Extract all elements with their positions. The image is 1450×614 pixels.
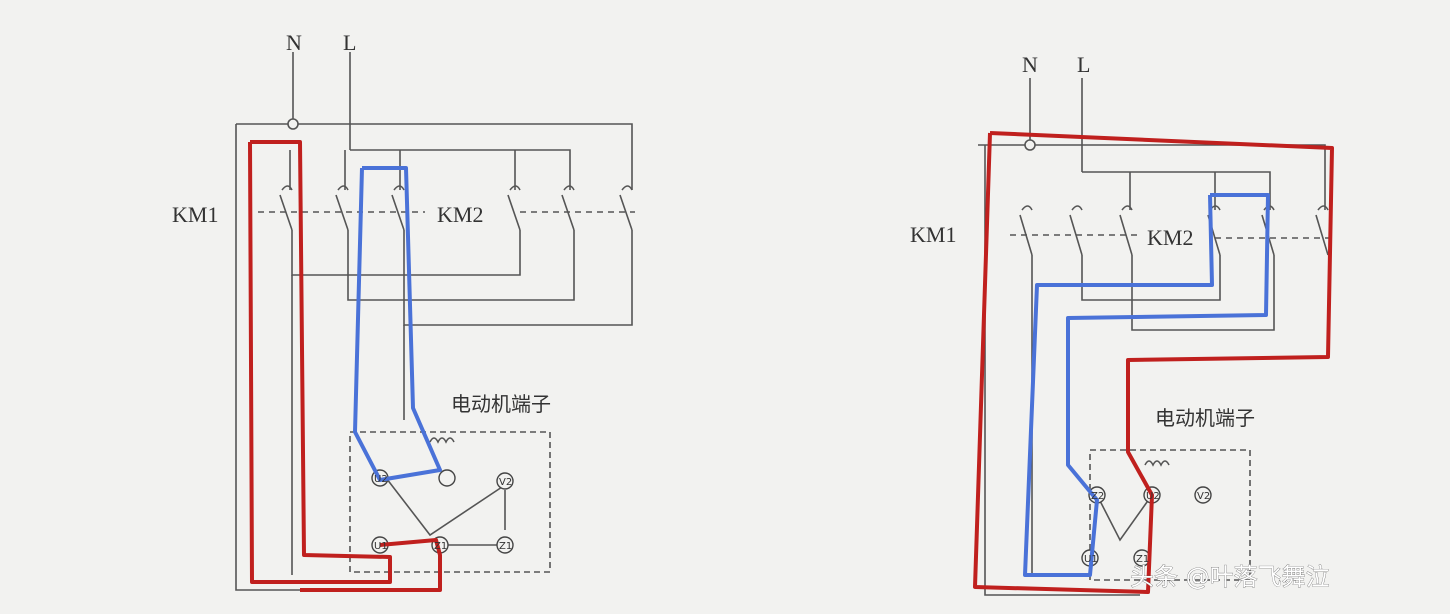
right-l-bus xyxy=(1082,171,1271,210)
right-motor-terminal-label: 电动机端子 xyxy=(1155,406,1255,430)
right-terminal-2: U2 xyxy=(1146,491,1160,502)
right-label-km1: KM1 xyxy=(910,222,956,247)
right-terminal-3: V2 xyxy=(1197,491,1210,502)
watermark: 头条 @叶落飞舞泣 xyxy=(1130,563,1330,591)
left-cross-3 xyxy=(403,230,633,326)
left-outer-n-wire xyxy=(235,124,440,591)
right-cross-2 xyxy=(1131,255,1275,331)
left-motor-terminal-label: 电动机端子 xyxy=(451,392,551,416)
left-terminal-4: Z1 xyxy=(434,541,447,552)
left-blue-path xyxy=(353,166,442,482)
left-top-bus xyxy=(236,123,633,190)
right-label-l: L xyxy=(1077,52,1090,77)
right-terminal-1: Z2 xyxy=(1091,491,1104,502)
left-label-km1: KM1 xyxy=(172,202,218,227)
right-red-path xyxy=(973,131,1334,594)
left-red-path xyxy=(248,140,392,584)
left-cross-1 xyxy=(291,230,521,276)
right-terminal-5: Z1 xyxy=(1136,554,1149,565)
right-diagram xyxy=(978,78,1335,596)
left-label-l: L xyxy=(343,30,356,55)
right-winding xyxy=(1096,494,1153,542)
left-coil xyxy=(429,437,455,444)
right-outer-n xyxy=(984,145,1140,596)
left-l-bus xyxy=(350,149,571,190)
left-terminal-3: U1 xyxy=(374,541,388,552)
right-label-n: N xyxy=(1022,52,1038,77)
left-label-n: N xyxy=(286,30,302,55)
left-terminal-1: U2 xyxy=(374,474,388,485)
right-coil xyxy=(1144,460,1170,467)
left-terminal-box xyxy=(349,431,551,573)
right-label-km2: KM2 xyxy=(1147,225,1193,250)
left-terminal-5: Z1 xyxy=(499,541,512,552)
right-cross-1 xyxy=(1081,255,1221,301)
left-junction-dot xyxy=(287,118,299,130)
right-terminal-box xyxy=(1089,449,1251,581)
left-diagram xyxy=(235,52,635,591)
left-cross-2 xyxy=(347,230,575,301)
left-winding xyxy=(379,469,506,537)
right-blue-path xyxy=(1023,193,1270,577)
left-terminal-2: V2 xyxy=(499,477,512,488)
right-top-bus xyxy=(978,144,1326,210)
right-terminal-4: U1 xyxy=(1084,554,1098,565)
right-junction-dot xyxy=(1024,139,1036,151)
left-label-km2: KM2 xyxy=(437,202,483,227)
left-red-path-2 xyxy=(300,538,442,592)
